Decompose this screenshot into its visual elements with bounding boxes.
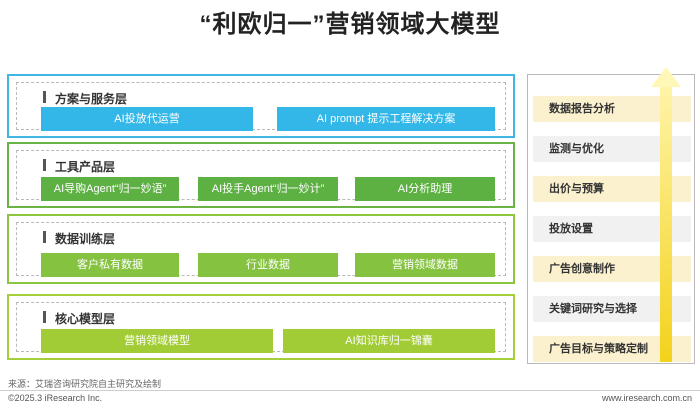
layer-services-frame: 方案与服务层 AI投放代运营 AI prompt 提示工程解决方案 xyxy=(16,82,506,131)
layer-services-title: 方案与服务层 xyxy=(42,91,128,106)
page-title: “利欧归一”营销领域大模型 xyxy=(199,11,501,38)
layer-core-title: 核心模型层 xyxy=(42,311,116,326)
layer-tools-frame: 工具产品层 AI导购Agent“归一妙语” AI投手Agent“归一妙计” AI… xyxy=(16,150,506,201)
item-industry-data: 行业数据 xyxy=(198,253,338,277)
layer-data: 数据训练层 客户私有数据 行业数据 营销领域数据 xyxy=(7,214,515,284)
website-link[interactable]: www.iresearch.com.cn xyxy=(601,393,692,403)
copyright: ©2025.3 iResearch Inc. xyxy=(8,393,103,403)
item-ai-prompt-solution: AI prompt 提示工程解决方案 xyxy=(277,107,495,131)
item-marketing-domain-data: 营销领域数据 xyxy=(355,253,495,277)
item-ai-knowledge-base: AI知识库归一锦囊 xyxy=(283,329,495,353)
footer-divider xyxy=(0,390,700,391)
item-ai-ad-agent: AI投手Agent“归一妙计” xyxy=(198,177,338,201)
layer-services: 方案与服务层 AI投放代运营 AI prompt 提示工程解决方案 xyxy=(7,74,515,138)
layer-data-title: 数据训练层 xyxy=(42,231,116,246)
upward-arrow-shaft xyxy=(660,86,672,362)
layer-core-frame: 核心模型层 营销领域模型 AI知识库归一锦囊 xyxy=(16,302,506,353)
item-client-private-data: 客户私有数据 xyxy=(41,253,179,277)
item-ai-ad-operation: AI投放代运营 xyxy=(41,107,253,131)
layer-tools: 工具产品层 AI导购Agent“归一妙语” AI投手Agent“归一妙计” AI… xyxy=(7,142,515,208)
upward-arrow-icon xyxy=(651,67,681,87)
item-ai-shopping-agent: AI导购Agent“归一妙语” xyxy=(41,177,179,201)
layer-data-frame: 数据训练层 客户私有数据 行业数据 营销领域数据 xyxy=(16,222,506,277)
layer-tools-title: 工具产品层 xyxy=(42,159,116,174)
layer-core: 核心模型层 营销领域模型 AI知识库归一锦囊 xyxy=(7,294,515,360)
item-marketing-domain-model: 营销领域模型 xyxy=(41,329,273,353)
source-note: 来源：艾瑞咨询研究院自主研究及绘制 xyxy=(8,379,162,389)
item-ai-analysis-assistant: AI分析助理 xyxy=(355,177,495,201)
